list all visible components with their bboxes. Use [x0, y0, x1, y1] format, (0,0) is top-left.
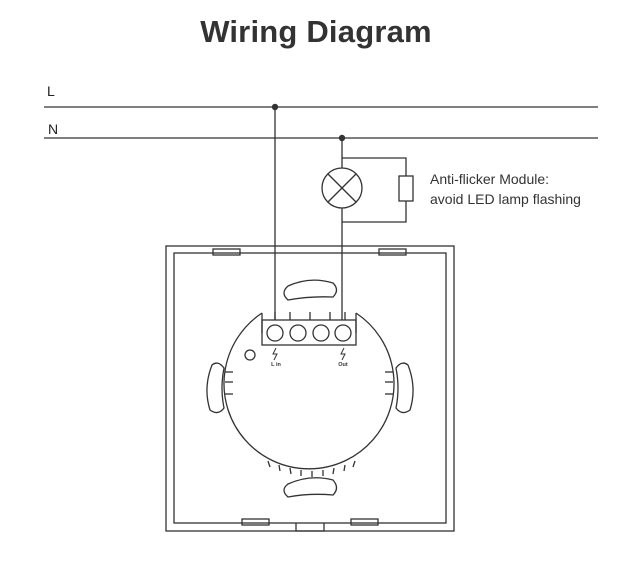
- terminal-l-in: [266, 324, 284, 342]
- diagram-title: Wiring Diagram: [200, 14, 432, 49]
- plate-bottom-notch: [295, 523, 325, 532]
- plate-clip-top-right: [378, 248, 407, 256]
- screw-slot-left: [206, 362, 225, 414]
- screw-slot-right: [395, 362, 414, 414]
- screw-slot-top: [283, 279, 338, 301]
- plate-clip-top-left: [212, 248, 241, 256]
- terminal-label-l-in: L in: [271, 362, 281, 368]
- switch-plate-inner: [173, 252, 447, 524]
- neutral-junction-dot: [338, 134, 346, 142]
- terminal-block: [261, 319, 357, 346]
- module-wire-top: [342, 157, 407, 176]
- anti-flicker-note-line1: Anti-flicker Module:: [430, 171, 550, 187]
- switch-plate-outer: [165, 245, 455, 532]
- terminal-2: [289, 324, 307, 342]
- lamp-icon: [321, 167, 363, 209]
- anti-flicker-module-icon: [398, 175, 414, 202]
- mounting-hole-icon: [244, 349, 256, 361]
- anti-flicker-note-line2: avoid LED lamp flashing: [430, 191, 581, 207]
- live-junction-dot: [271, 103, 279, 111]
- lightning-icon-l-in: [272, 347, 278, 361]
- terminal-label-out: Out: [338, 362, 348, 368]
- module-wire-bottom: [342, 201, 407, 223]
- mounting-box: [223, 312, 395, 470]
- plate-clip-bottom-right: [350, 518, 379, 526]
- live-line-label: L: [47, 83, 55, 99]
- neutral-line-label: N: [48, 121, 59, 137]
- anti-flicker-note: Anti-flicker Module: avoid LED lamp flas…: [430, 169, 581, 209]
- terminal-out: [334, 324, 352, 342]
- lightning-icon-out: [340, 347, 346, 361]
- plate-clip-bottom-left: [241, 518, 270, 526]
- terminal-3: [312, 324, 330, 342]
- screw-slot-bottom: [283, 477, 338, 498]
